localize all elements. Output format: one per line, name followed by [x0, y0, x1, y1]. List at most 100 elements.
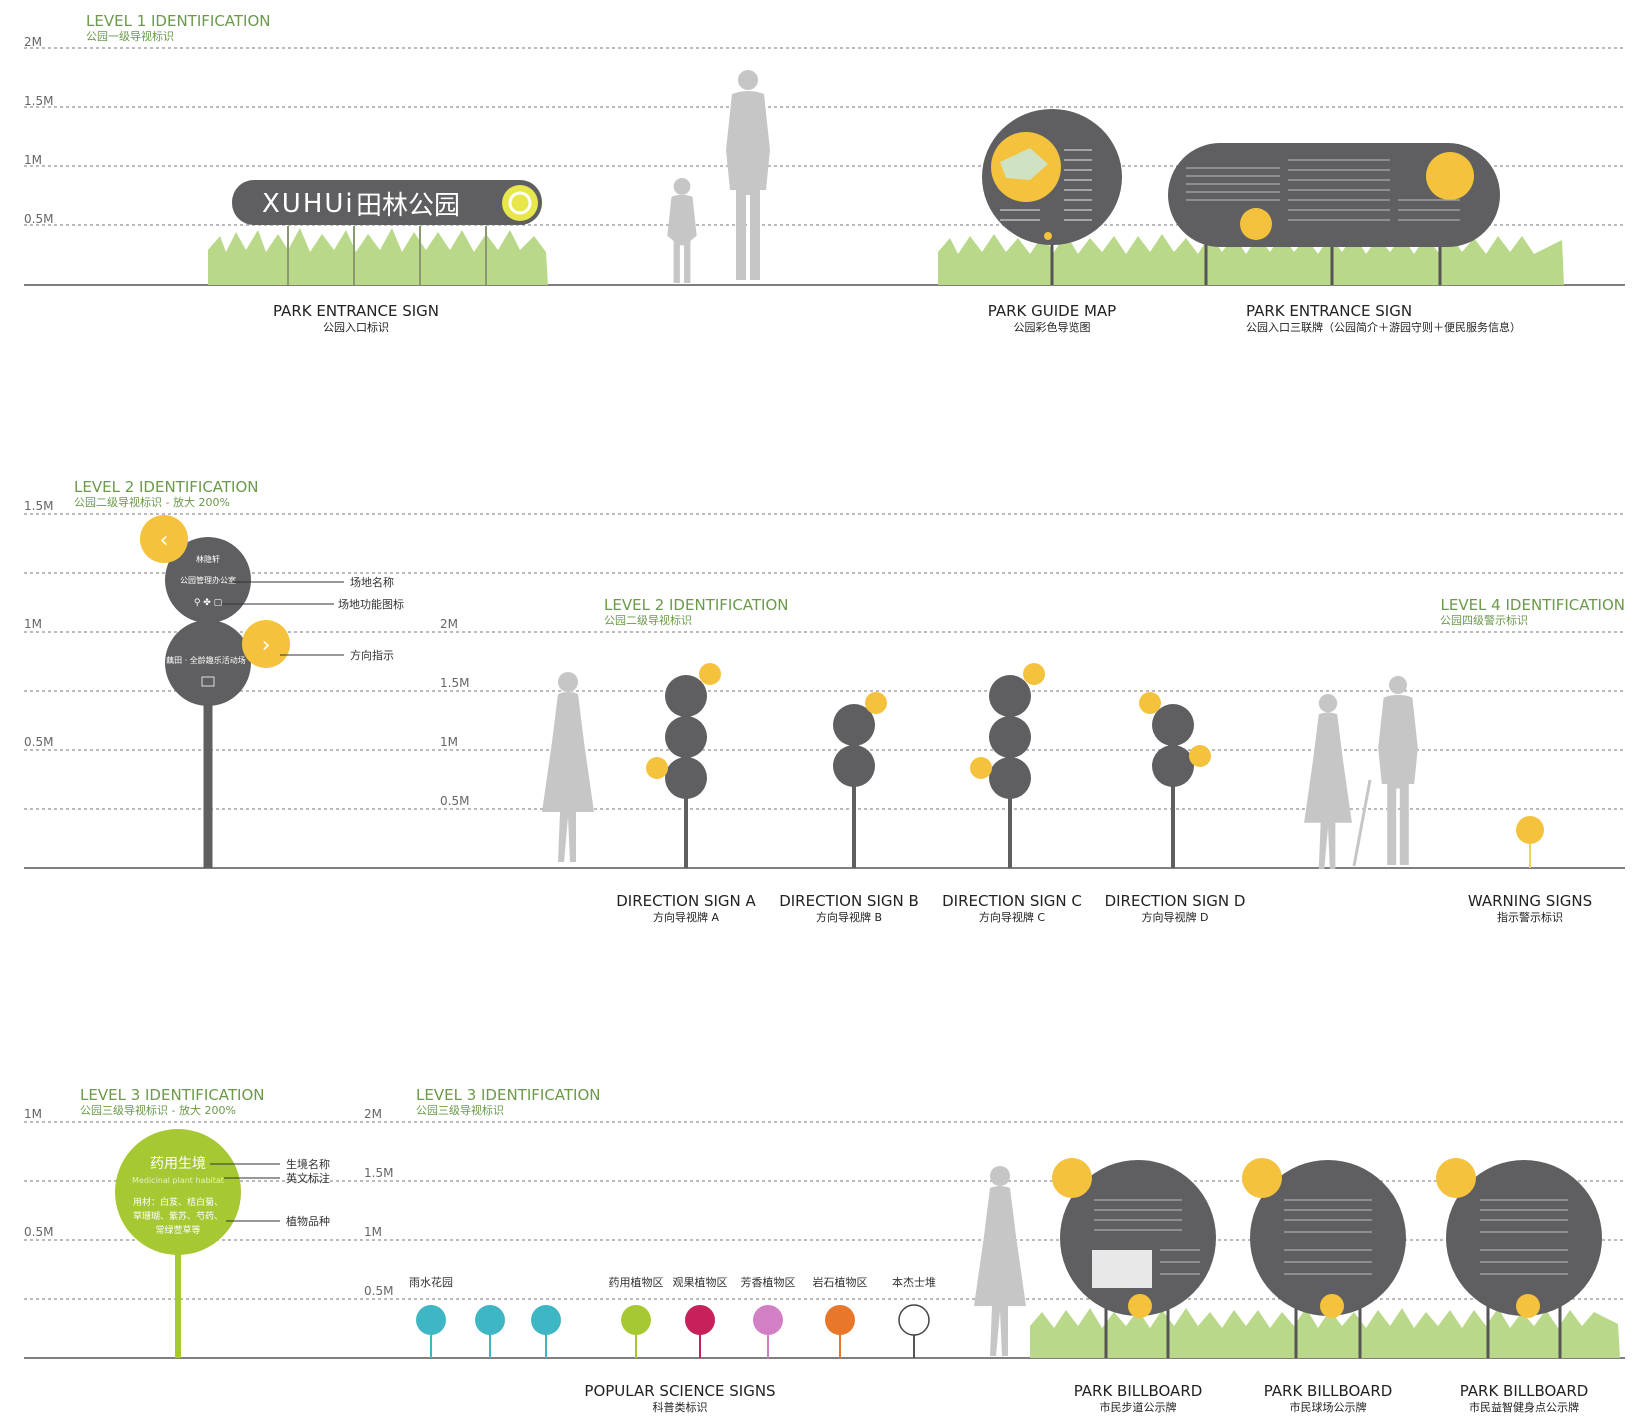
zone-disc — [531, 1305, 561, 1335]
level4-title: LEVEL 4 IDENTIFICATION — [1440, 596, 1625, 614]
text-lines — [1480, 1199, 1568, 1275]
direction-sign-c — [970, 663, 1045, 868]
caption-en: DIRECTION SIGN B — [779, 892, 919, 910]
level2-title-left: LEVEL 2 IDENTIFICATION — [74, 478, 259, 496]
logo-mark — [508, 191, 532, 215]
sign-bottom-name: 藕田 · 全龄趣乐活动场 — [166, 655, 246, 665]
woman-silhouette — [974, 1166, 1026, 1356]
scale-label: 1.5M — [364, 1166, 393, 1180]
annotation-label: 场地名称 — [350, 575, 394, 589]
billboard-disc — [1250, 1160, 1406, 1316]
warning-disc — [1516, 816, 1544, 844]
zone-disc — [475, 1305, 505, 1335]
text-lines — [1094, 1199, 1200, 1275]
direction-sign-d — [1139, 692, 1211, 868]
entrance-logo-cn: 田林公园 — [356, 191, 460, 221]
arrow-right-button — [1023, 663, 1045, 685]
facility-icons: ⚲ ✤ ▢ — [194, 598, 222, 608]
park-billboard-fitness — [1436, 1158, 1602, 1358]
woman-silhouette — [974, 1166, 1026, 1356]
level1-captions: PARK ENTRANCE SIGN 公园入口标识 PARK GUIDE MAP… — [273, 302, 1521, 334]
enlarged-direction-sign: ‹ › 林隐轩 公园管理办公室 ⚲ ✤ ▢ 藕田 · 全龄趣乐活动场 场地名称 … — [140, 515, 404, 868]
caption-cn: 指示警示标识 — [1497, 910, 1563, 924]
level1-title: LEVEL 1 IDENTIFICATION — [86, 12, 271, 30]
zone-disc — [825, 1305, 855, 1335]
scale-label: 2M — [364, 1107, 382, 1121]
level3-subtitle-left: 公园三级导视标识 - 放大 200% — [80, 1103, 236, 1117]
park-billboard-trail — [1052, 1158, 1216, 1358]
sign-disc — [1152, 745, 1194, 787]
zone-sign: 本杰士堆 — [892, 1275, 936, 1358]
arrow-left-button — [970, 757, 992, 779]
sign-top-sub: 公园管理办公室 — [180, 575, 236, 585]
zone-label: 雨水花园 — [409, 1276, 453, 1289]
bike-icon — [1436, 1158, 1476, 1198]
caption-en: PARK GUIDE MAP — [988, 302, 1116, 320]
level3-captions: POPULAR SCIENCE SIGNS 科普类标识 PARK BILLBOA… — [584, 1382, 1588, 1414]
zone-sign: 岩石植物区 — [813, 1275, 868, 1358]
caption-cn: 方向导视牌 D — [1142, 910, 1209, 924]
warning-sign — [1516, 816, 1544, 868]
zone-disc — [416, 1305, 446, 1335]
zone-disc — [898, 1304, 930, 1336]
grass-shape — [208, 228, 548, 285]
caption-cn: 科普类标识 — [653, 1400, 708, 1414]
annotation-label: 生境名称 — [286, 1157, 330, 1171]
zone-disc — [685, 1305, 715, 1335]
caption-en: DIRECTION SIGN D — [1105, 892, 1246, 910]
level3-subtitle-mid: 公园三级导视标识 — [416, 1103, 504, 1117]
facility-icon — [201, 676, 215, 687]
chevron-left-icon: ‹ — [160, 528, 169, 553]
accent-dot — [1128, 1294, 1152, 1318]
zone-disc — [621, 1305, 651, 1335]
scale-label: 0.5M — [24, 1225, 53, 1239]
caption-cn: 市民益智健身点公示牌 — [1469, 1400, 1579, 1414]
caption-en: PARK BILLBOARD — [1074, 1382, 1203, 1400]
arrow-right-button — [865, 692, 887, 714]
zone-sign: 药用植物区 — [609, 1275, 664, 1358]
habitat-plants: 草珊瑚、紫苏、芍药、 — [133, 1210, 223, 1222]
scale-label: 1.5M — [24, 94, 53, 108]
map-area — [1000, 148, 1048, 180]
adult-silhouette — [726, 70, 770, 280]
scale-label: 0.5M — [24, 735, 53, 749]
zone-sign: 观果植物区 — [673, 1275, 728, 1358]
sign-disc — [1152, 704, 1194, 746]
caption-cn: 市民步道公示牌 — [1100, 1400, 1177, 1414]
scale-label: 2M — [24, 35, 42, 49]
caption-en: WARNING SIGNS — [1468, 892, 1592, 910]
caption-cn: 市民球场公示牌 — [1290, 1400, 1367, 1414]
accent-dot — [1320, 1294, 1344, 1318]
caption-cn: 方向导视牌 B — [816, 910, 882, 924]
accent-dot — [1044, 232, 1052, 240]
caption-en: PARK BILLBOARD — [1460, 1382, 1589, 1400]
zone-sign: 芳香植物区 — [741, 1275, 796, 1358]
ball-icon — [1242, 1158, 1282, 1198]
sign-disc — [989, 716, 1031, 758]
park-entrance-triptych — [1168, 143, 1500, 285]
habitat-name: 药用生境 — [150, 1156, 206, 1172]
caption-en: DIRECTION SIGN C — [942, 892, 1082, 910]
arrow-left-button — [140, 515, 188, 563]
scale-label: 0.5M — [440, 794, 469, 808]
sign-top-name: 林隐轩 — [196, 554, 220, 564]
scale-label: 0.5M — [24, 212, 53, 226]
annotation-label: 方向指示 — [350, 648, 394, 662]
zone-label: 岩石植物区 — [813, 1275, 868, 1289]
arrow-right-button — [242, 620, 290, 668]
direction-sign-b — [833, 692, 887, 868]
arrow-left-button — [646, 757, 668, 779]
sign-disc — [833, 704, 875, 746]
section-level-2: LEVEL 2 IDENTIFICATION 公园二级导视标识 - 放大 200… — [24, 478, 1625, 924]
accent-dot — [1516, 1294, 1540, 1318]
level3-title-left: LEVEL 3 IDENTIFICATION — [80, 1086, 265, 1104]
arrow-left-button — [1139, 692, 1161, 714]
level2-captions: DIRECTION SIGN A 方向导视牌 A DIRECTION SIGN … — [616, 892, 1592, 924]
sign-disc — [989, 757, 1031, 799]
grass-shape — [1030, 1308, 1620, 1358]
woman-silhouette — [542, 672, 594, 862]
level1-subtitle: 公园一级导视标识 — [86, 29, 174, 43]
sign-disc — [833, 745, 875, 787]
annotation-label: 植物品种 — [286, 1214, 330, 1228]
zone-label: 观果植物区 — [673, 1275, 728, 1289]
